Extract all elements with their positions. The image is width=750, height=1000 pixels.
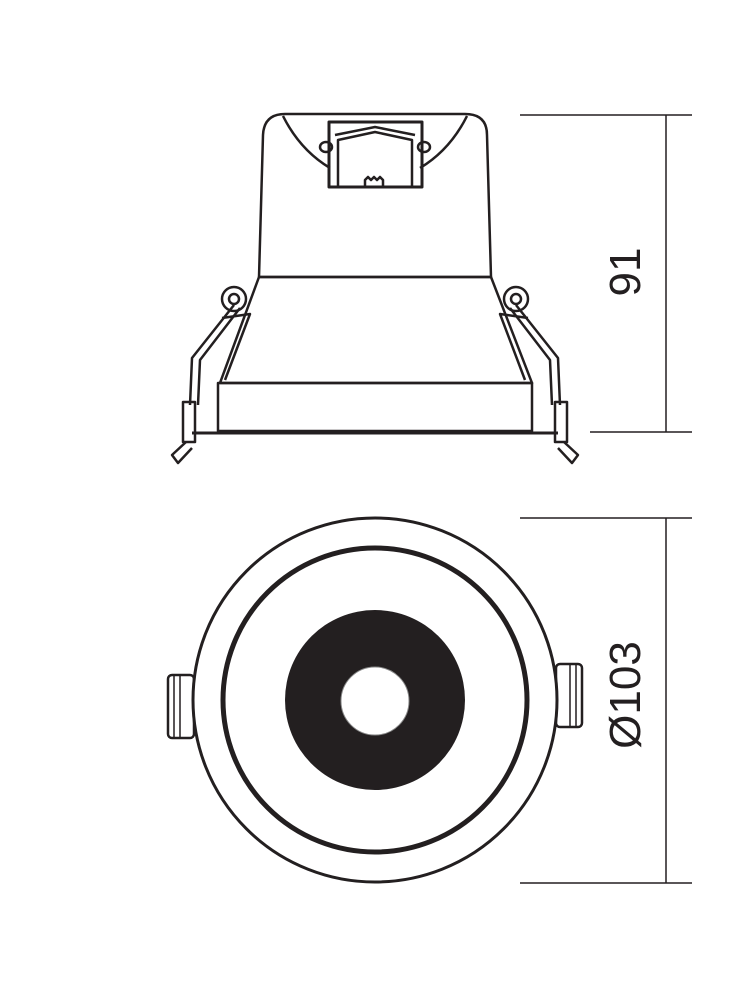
- height-dimension: [520, 114, 692, 433]
- clip-tab-right: [554, 662, 584, 729]
- lower-reflector: [218, 275, 534, 385]
- trim-flange: [216, 381, 534, 433]
- lens-opening: [340, 666, 410, 736]
- spring-clip-right: [498, 285, 580, 465]
- height-dimension-label: 91: [601, 248, 650, 297]
- housing-shoulder-curve: [281, 115, 469, 170]
- top-view: [166, 516, 584, 884]
- spring-clip-left: [170, 285, 252, 465]
- clip-tab-left: [166, 673, 196, 740]
- inner-ring: [220, 545, 530, 855]
- connector-block: [318, 120, 432, 189]
- upper-housing: [257, 112, 493, 279]
- diameter-dimension: [520, 517, 692, 884]
- side-view: [170, 112, 580, 465]
- diameter-dimension-label: Ø103: [601, 641, 650, 749]
